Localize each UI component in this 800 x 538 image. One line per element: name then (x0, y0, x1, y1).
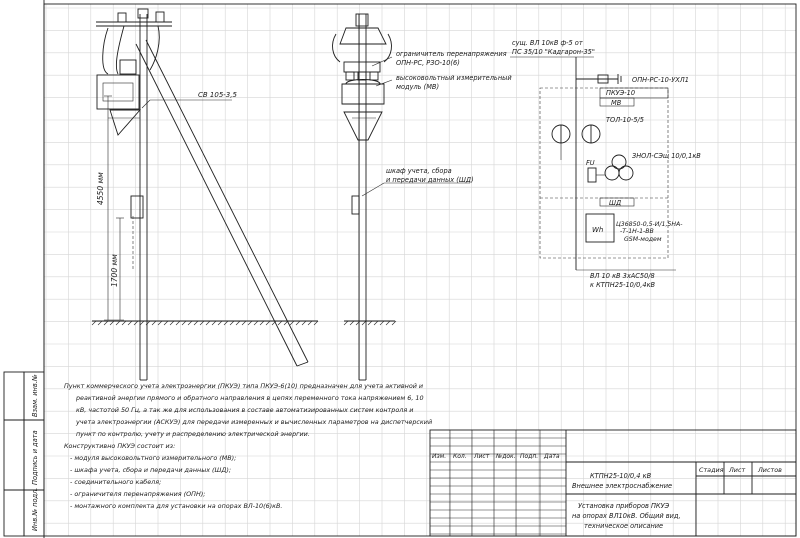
arrester-label-2: ОПН-РС, РЗО-10(6) (396, 59, 460, 67)
sheets-header: Листов (757, 466, 782, 474)
ct-label: ТОЛ-10-5/5 (606, 116, 644, 124)
out-label-1: ВЛ 10 кВ 3хАС50/8 (590, 272, 655, 280)
shd-label: ШД (609, 199, 621, 207)
middle-pole-assembly: ограничитель перенапряжения ОПН-РС, РЗО-… (332, 13, 512, 381)
stage-header: Стадия (699, 466, 724, 474)
cabinet-label-1: шкаф учета, сбора (386, 167, 452, 175)
pku-schematic: сущ. ВЛ 10кВ ф-5 от ПС 35/10 "Кадгарон-3… (510, 39, 701, 289)
desc-line: реактивной энергии прямого и обратного н… (75, 394, 424, 402)
tb-col: Изм. (432, 453, 446, 460)
stamp-label: Подпись и дата (31, 430, 39, 485)
desc-line: кВ, частотой 50 Гц, а так же для использ… (76, 406, 413, 414)
tb-col: Кол. (453, 453, 467, 460)
feed-label-1: сущ. ВЛ 10кВ ф-5 от (512, 39, 583, 47)
left-pole-assembly: 4550 мм 1700 мм СВ 105-3,5 (91, 8, 319, 381)
hv-module-label-1: высоковольтный измерительный (396, 74, 512, 82)
feed-label-2: ПС 35/10 "Кадгарон-35" (512, 48, 595, 56)
composition-item: - ограничителя перенапряжения (ОПН); (70, 490, 205, 498)
cabinet-label-2: и передачи данных (ШД) (386, 176, 474, 184)
side-stamp: Взам. инв.№ Подпись и дата Инв.№ подл. (3, 371, 45, 537)
fu-label: FU (586, 159, 595, 167)
composition-item: - модуля высоковольтного измерительного … (70, 454, 236, 462)
tb-col: №док. (495, 453, 516, 460)
arrester-label-1: ограничитель перенапряжения (396, 50, 507, 58)
desc-line: пункт по контролю, учету и распределению… (76, 430, 310, 438)
composition-item: - монтажного комплекта для установки на … (70, 502, 282, 510)
sheet-title: Установка приборов ПКУЭ (578, 502, 670, 510)
desc-line: Пункт коммерческого учета электроэнергии… (64, 382, 423, 390)
meter-label-2: -Т-1Н-1-ВВ (620, 228, 654, 235)
project-name: КТПН25-10/0,4 кВ (590, 472, 652, 480)
hv-module-label-2: модуль (МВ) (396, 83, 439, 91)
meter-label-1: Ц36850-0,5-И/1,5НА- (616, 221, 682, 228)
description-block: Пункт коммерческого учета электроэнергии… (64, 382, 432, 510)
project-subtitle: Внешнее электроснабжение (572, 482, 672, 490)
dim-1700: 1700 мм (110, 254, 119, 287)
sheet-header: Лист (728, 466, 745, 474)
tb-col: Лист (473, 453, 490, 460)
sheet-title: на опорах ВЛ10кВ. Общий вид, (572, 512, 681, 520)
wh-label: Wh (592, 226, 603, 234)
title-block: Изм. Кол. Лист №док. Подп. Дата КТПН25-1… (429, 429, 797, 537)
composition-item: - соединительного кабеля; (70, 478, 161, 486)
grid (44, 4, 796, 536)
mv-label: МВ (611, 99, 622, 107)
pku-label: ПКУЭ-10 (606, 89, 635, 97)
stamp-label: Инв.№ подл. (31, 488, 39, 531)
tb-col: Дата (543, 453, 560, 460)
vt-label: ЗНОЛ-СЭщ 10/0,1кВ (632, 152, 701, 160)
sv-label: СВ 105-3,5 (198, 91, 237, 99)
arrester-type: ОПН-РС-10-УХЛ1 (632, 76, 689, 84)
sheet-title: техническое описание (584, 522, 663, 530)
desc-line: учета электроэнергии (АСКУЭ) для передач… (75, 418, 432, 426)
meter-label-3: GSM-модем (624, 236, 662, 243)
dim-4550: 4550 мм (96, 172, 105, 205)
tb-col: Подп. (520, 453, 538, 460)
composition-item: - шкафа учета, сбора и передачи данных (… (70, 466, 231, 474)
out-label-2: к КТПН25-10/0,4кВ (590, 281, 656, 289)
composition-title: Конструктивно ПКУЭ состоит из: (64, 442, 175, 450)
stamp-label: Взам. инв.№ (31, 374, 39, 417)
